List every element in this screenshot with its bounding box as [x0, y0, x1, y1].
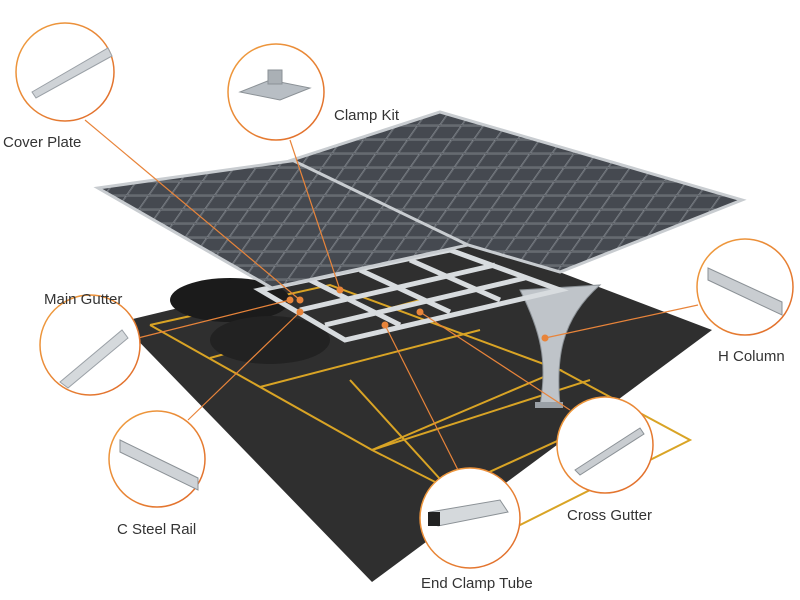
end-clamp-tube-label: End Clamp Tube [421, 575, 533, 592]
cover-plate-callout [15, 22, 115, 122]
cross-gutter-callout [556, 396, 654, 494]
callout-dots [286, 286, 549, 342]
c-steel-rail-callout [108, 410, 206, 508]
leader-lines [84, 119, 699, 471]
cover-plate-label: Cover Plate [3, 134, 82, 151]
end-clamp-tube-callout [419, 467, 521, 569]
h-column-callout [696, 238, 794, 336]
main-gutter-callout [39, 294, 141, 396]
cross-gutter-label: Cross Gutter [567, 507, 653, 524]
h-column-structure [519, 284, 602, 408]
clamp-kit-label: Clamp Kit [334, 107, 400, 124]
clamp-kit-callout [227, 43, 325, 141]
solar-panels [93, 110, 747, 290]
main-gutter-label: Main Gutter [44, 291, 123, 308]
c-steel-rail-label: C Steel Rail [117, 521, 197, 538]
h-column-label: H Column [718, 348, 785, 365]
